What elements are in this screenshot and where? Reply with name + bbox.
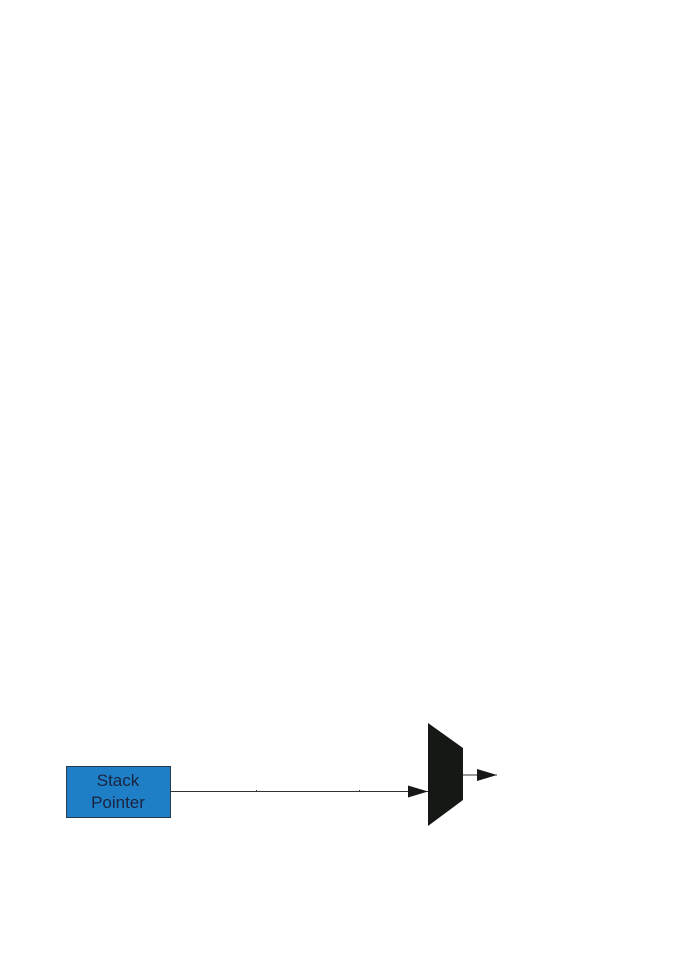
wire-tick	[256, 790, 257, 792]
wire-tick	[359, 790, 360, 792]
stack-pointer-block: Stack Pointer	[66, 766, 171, 818]
multiplexer	[428, 723, 463, 826]
stack-pointer-label-line2: Pointer	[91, 793, 145, 812]
stack-pointer-label-line1: Stack	[97, 771, 140, 790]
